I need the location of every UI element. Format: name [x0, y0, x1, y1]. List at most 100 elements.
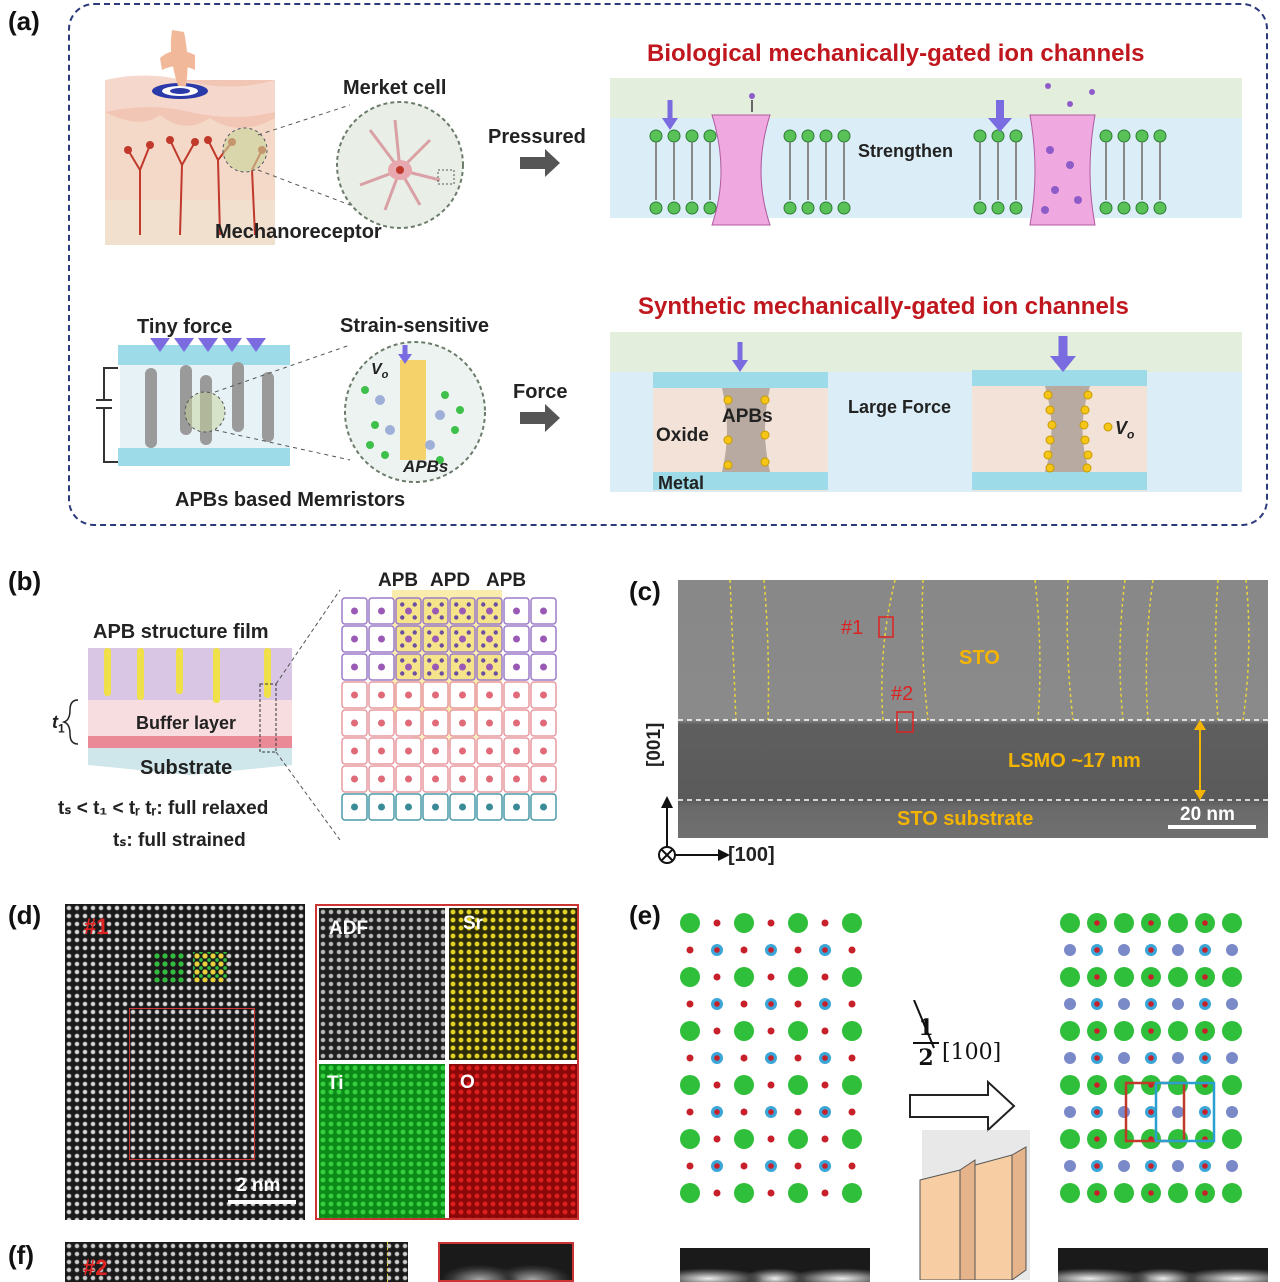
o-atom	[1202, 920, 1208, 926]
lattice-atom	[405, 691, 412, 699]
lattice-atom	[481, 630, 486, 635]
axis-100-label: [100]	[728, 844, 775, 866]
apb-label-1: APB	[378, 570, 419, 591]
lattice-atom	[513, 663, 520, 671]
o-atom	[713, 1027, 721, 1035]
lattice-atom	[400, 643, 405, 648]
panel-label-a: (a)	[8, 6, 40, 36]
o-atom	[713, 973, 721, 981]
sr-atom	[1222, 1021, 1242, 1041]
lattice-atom	[481, 643, 486, 648]
adf-map	[319, 908, 445, 1060]
lattice-atom	[432, 747, 439, 755]
sr-atom	[788, 967, 808, 987]
lattice-atom	[540, 607, 547, 615]
lattice-atom	[427, 630, 432, 635]
sr-atom	[734, 1075, 754, 1095]
lattice-atom	[466, 671, 471, 676]
vo-right-label: Vo	[1115, 418, 1134, 442]
merkel-cell-illustration	[336, 101, 464, 229]
apb-label-2: APB	[486, 570, 527, 591]
o-atom	[1094, 1055, 1100, 1061]
lattice-atom	[513, 691, 520, 699]
o-atom	[768, 1055, 774, 1061]
o-atom	[1148, 1109, 1154, 1115]
lsmo-label: LSMO ~17 nm	[1008, 750, 1141, 772]
o-atom	[768, 1163, 774, 1169]
direction-100: [100]	[942, 1040, 1002, 1065]
panel-a-graphics	[96, 30, 1242, 492]
bio-channels-title: Biological mechanically-gated ion channe…	[647, 40, 1145, 67]
lattice-atom	[513, 803, 520, 811]
sr-atom	[788, 1129, 808, 1149]
panel-label-d: (d)	[8, 900, 42, 930]
o-atom	[1148, 974, 1154, 980]
o-atom	[768, 947, 774, 953]
o-label: O	[460, 1072, 475, 1093]
ti-map	[319, 1064, 445, 1218]
lattice-atom	[439, 602, 444, 607]
lattice-atom	[378, 607, 385, 615]
lattice-atom	[412, 602, 417, 607]
lattice-atom	[459, 691, 466, 699]
o-atom	[740, 1162, 748, 1170]
sr-atom	[1114, 1129, 1134, 1149]
vo-left-sub: o	[381, 369, 389, 382]
lattice-atom	[427, 615, 432, 620]
substrate-label: Substrate	[140, 757, 233, 779]
o-atom	[1118, 944, 1130, 956]
o-atom	[1094, 920, 1100, 926]
o-atom	[1226, 998, 1238, 1010]
lattice-atom	[486, 691, 493, 699]
o-atom	[1202, 947, 1208, 953]
o-atom	[1094, 1028, 1100, 1034]
lattice-atom	[439, 630, 444, 635]
sr-atom	[842, 1075, 862, 1095]
o-atom	[1094, 1082, 1100, 1088]
o-atom	[686, 1162, 694, 1170]
lattice-atom	[400, 602, 405, 607]
lattice-atom	[493, 643, 498, 648]
lattice-atom	[378, 803, 385, 811]
sto-substrate-label: STO substrate	[897, 808, 1034, 830]
o-atom	[1202, 1028, 1208, 1034]
lattice-atom	[513, 719, 520, 727]
lattice-atom	[493, 615, 498, 620]
merket-cell-label: Merket cell	[343, 77, 447, 99]
lattice-atom	[454, 615, 459, 620]
lattice-atom	[513, 747, 520, 755]
lattice-atom	[412, 615, 417, 620]
lattice-atom	[454, 658, 459, 663]
o-atom	[1202, 1163, 1208, 1169]
o-atom	[713, 1189, 721, 1197]
o-atom	[686, 946, 694, 954]
sr-atom	[680, 1075, 700, 1095]
o-atom	[1148, 1190, 1154, 1196]
lattice-atom	[439, 671, 444, 676]
o-map	[449, 1064, 577, 1218]
lattice-atom	[459, 663, 466, 671]
sto-label: STO	[959, 647, 1000, 669]
selection-box-d	[129, 1008, 255, 1160]
sr-overlay	[153, 952, 187, 982]
o-atom	[848, 1054, 856, 1062]
lattice-atom	[486, 607, 493, 615]
sr-atom	[842, 1129, 862, 1149]
o-atom	[822, 1109, 828, 1115]
sr-atom	[788, 1183, 808, 1203]
o-atom	[1094, 974, 1100, 980]
lattice-atom	[427, 602, 432, 607]
lattice-atom	[378, 719, 385, 727]
lattice-atom	[405, 635, 412, 643]
t1-sub: 1	[58, 721, 65, 736]
panel-label-c: (c)	[629, 576, 661, 606]
sr-atom	[788, 913, 808, 933]
o-atom	[848, 1162, 856, 1170]
c-marker-2: #2	[891, 683, 914, 705]
d-scale-bar	[228, 1200, 296, 1204]
lattice-atom	[378, 775, 385, 783]
lattice-atom	[486, 775, 493, 783]
lattice-atom	[540, 691, 547, 699]
lattice-atom	[400, 658, 405, 663]
lattice-atom	[459, 775, 466, 783]
